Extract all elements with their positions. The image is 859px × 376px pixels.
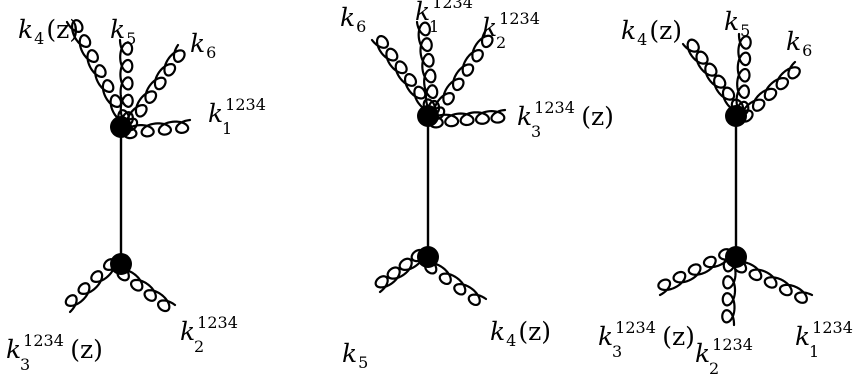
label-base: k	[517, 102, 532, 131]
label-argument: (z)	[662, 322, 695, 351]
label-base: k	[490, 317, 505, 346]
label-subscript: 1	[429, 17, 439, 36]
gluon-line	[119, 43, 186, 132]
momentum-label: k5	[110, 15, 136, 48]
propagators	[119, 116, 738, 264]
label-subscript: 3	[612, 342, 622, 361]
label-subscript: 2	[194, 337, 204, 356]
label-subscript: 5	[358, 353, 368, 372]
label-base: k	[786, 27, 801, 56]
momentum-label: k4(z)	[490, 317, 551, 350]
vertex-dot	[110, 253, 132, 275]
label-base: k	[208, 99, 223, 128]
label-subscript: 4	[506, 331, 516, 350]
label-base: k	[598, 322, 613, 351]
gluon-line	[426, 28, 494, 120]
label-base: k	[621, 16, 636, 45]
gluon-line	[733, 255, 814, 304]
label-subscript: 3	[20, 355, 30, 374]
gluon-lines	[64, 19, 814, 327]
label-subscript: 6	[206, 43, 216, 62]
gluon-line	[370, 34, 436, 118]
label-subscript: 4	[637, 30, 647, 49]
momentum-label: k5	[724, 7, 750, 40]
label-base: k	[110, 15, 125, 44]
label-base: k	[342, 339, 357, 368]
label-base: k	[482, 13, 497, 42]
label-subscript: 6	[802, 41, 812, 60]
vertex-dot	[725, 246, 747, 268]
label-base: k	[724, 7, 739, 36]
vertex-dot	[110, 116, 132, 138]
momentum-label: k6	[190, 29, 216, 62]
gluon-line	[681, 38, 745, 118]
label-subscript: 2	[709, 359, 719, 376]
label-argument: (z)	[649, 16, 682, 45]
label-superscript: 1234	[499, 9, 540, 28]
label-superscript: 1234	[812, 318, 853, 337]
label-superscript: 1234	[23, 331, 64, 350]
vertex-dot	[417, 246, 439, 268]
label-subscript: 3	[531, 122, 541, 141]
label-base: k	[180, 317, 195, 346]
label-superscript: 1234	[534, 98, 575, 117]
label-subscript: 5	[126, 29, 136, 48]
label-base: k	[415, 0, 430, 26]
label-superscript: 1234	[225, 95, 266, 114]
label-subscript: 2	[496, 33, 506, 52]
label-base: k	[695, 339, 710, 368]
label-subscript: 1	[809, 342, 819, 361]
momentum-label: k4(z)	[18, 15, 79, 48]
gluon-line	[65, 19, 130, 129]
label-base: k	[795, 322, 810, 351]
gluon-line	[415, 20, 441, 118]
vertices	[110, 105, 747, 275]
label-subscript: 4	[34, 29, 44, 48]
label-superscript: 1234	[615, 318, 656, 337]
momentum-label: k6	[340, 3, 366, 36]
label-argument: (z)	[70, 335, 103, 364]
momentum-label: k6	[786, 27, 812, 60]
label-subscript: 1	[222, 119, 232, 138]
label-superscript: 1234	[197, 313, 238, 332]
vertex-dot	[725, 105, 747, 127]
label-base: k	[6, 335, 21, 364]
label-argument: (z)	[46, 15, 79, 44]
label-base: k	[190, 29, 205, 58]
label-argument: (z)	[581, 102, 614, 131]
label-superscript: 1234	[712, 335, 753, 354]
label-base: k	[18, 15, 33, 44]
label-subscript: 6	[356, 17, 366, 36]
gluon-line	[426, 108, 507, 129]
label-superscript: 1234	[432, 0, 473, 12]
vertex-dot	[417, 105, 439, 127]
label-subscript: 5	[740, 21, 750, 40]
momentum-label: k5	[342, 339, 368, 372]
label-argument: (z)	[518, 317, 551, 346]
label-base: k	[340, 3, 355, 32]
momentum-label: k4(z)	[621, 16, 682, 49]
